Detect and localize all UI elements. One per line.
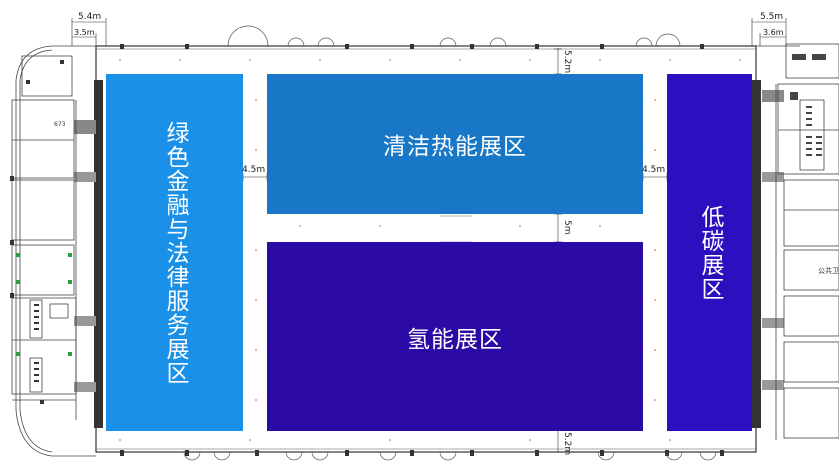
dim-top-gap: 5.2m (562, 50, 572, 74)
dim-top-left-inner: 3.5m (74, 28, 95, 37)
zone-hydrogen-label: 氢能展区 (407, 326, 503, 353)
dim-top-right-outer: 5.5m (760, 12, 784, 22)
dim-left-gap: 4.5m (242, 165, 266, 175)
dim-right-gap: 4.5m (642, 165, 666, 175)
zone-green-finance-label: 绿色金融与法律服务展区 (162, 120, 188, 385)
dim-top-right-inner: 3.6m (763, 28, 784, 37)
zone-hydrogen[interactable]: 氢能展区 (267, 242, 643, 431)
zone-low-carbon[interactable]: 低碳展区 (667, 74, 752, 431)
dim-middle-gap: 5m (562, 220, 572, 235)
room-label-left: 673 (54, 121, 66, 128)
zone-clean-heat-label: 清洁热能展区 (383, 134, 527, 160)
room-label-right: 公共卫 (818, 267, 839, 275)
zone-clean-heat[interactable]: 清洁热能展区 (267, 74, 643, 214)
dim-top-left-outer: 5.4m (78, 12, 102, 22)
dim-bottom-gap: 5.2m (562, 432, 572, 456)
zone-green-finance[interactable]: 绿色金融与法律服务展区 (106, 74, 243, 431)
zone-low-carbon-label: 低碳展区 (697, 204, 723, 301)
